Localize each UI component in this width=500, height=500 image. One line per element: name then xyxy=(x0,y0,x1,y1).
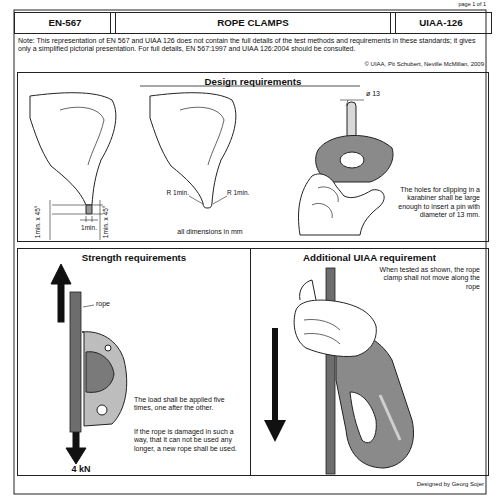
standard-code-box: EN-567 xyxy=(14,12,116,34)
panel-heading: Additional UIAA requirement xyxy=(251,252,488,263)
leader-line xyxy=(83,305,94,307)
load-arrow xyxy=(51,264,86,464)
panel-heading: Design requirements xyxy=(18,76,488,87)
hand-with-device xyxy=(294,280,413,468)
requirement-text: The holes for clipping in a karabiner sh… xyxy=(394,186,480,220)
requirement-panel: Design requirements xyxy=(17,72,489,242)
part-label: rope xyxy=(96,300,126,308)
standard-code-box: UIAA-126 xyxy=(390,12,492,34)
units-note: all dimensions in mm xyxy=(150,228,270,236)
hand-with-device xyxy=(299,100,394,235)
dimension-label: ø 13 xyxy=(366,90,396,98)
tooth-profile xyxy=(150,93,236,208)
panel-heading: Strength requirements xyxy=(18,252,250,263)
leader-line xyxy=(189,196,227,204)
title-box: ROPE CLAMPS xyxy=(110,12,396,34)
rope-clamp xyxy=(82,332,127,426)
note-text: Note: This representation of EN 567 and … xyxy=(18,37,482,54)
sheet-title: ROPE CLAMPS xyxy=(111,13,395,33)
copyright-note: © UIAA, Pit Schubert, Neville McMillan, … xyxy=(250,61,484,68)
requirement-text: The load shall be applied five times, on… xyxy=(134,396,240,413)
requirement-text: When tested as shown, the rope clamp sha… xyxy=(372,266,480,291)
requirement-panel: Additional UIAA requirement xyxy=(250,248,489,476)
dimension-lines xyxy=(50,200,103,240)
standard-code: EN-567 xyxy=(15,13,115,33)
dimension-label: R 1min. xyxy=(158,189,189,197)
pull-arrow xyxy=(264,328,286,442)
rope xyxy=(326,268,335,474)
designer-credit: Designed by Georg Sojer xyxy=(330,481,484,488)
dimension-label: R 1min. xyxy=(227,189,259,197)
requirement-text: If the rope is damaged in such a way, th… xyxy=(134,428,240,453)
standard-code: UIAA-126 xyxy=(391,13,491,33)
tooth-profile xyxy=(30,93,116,214)
load-value: 4 kN xyxy=(56,464,106,475)
dimension-label: 1min. x 45° xyxy=(34,202,42,242)
rope xyxy=(70,292,81,432)
dimension-label: 1min. x 45° xyxy=(102,202,110,242)
page-number: page 1 of 1 xyxy=(400,1,486,8)
dimension-label: 1min. xyxy=(76,224,102,232)
